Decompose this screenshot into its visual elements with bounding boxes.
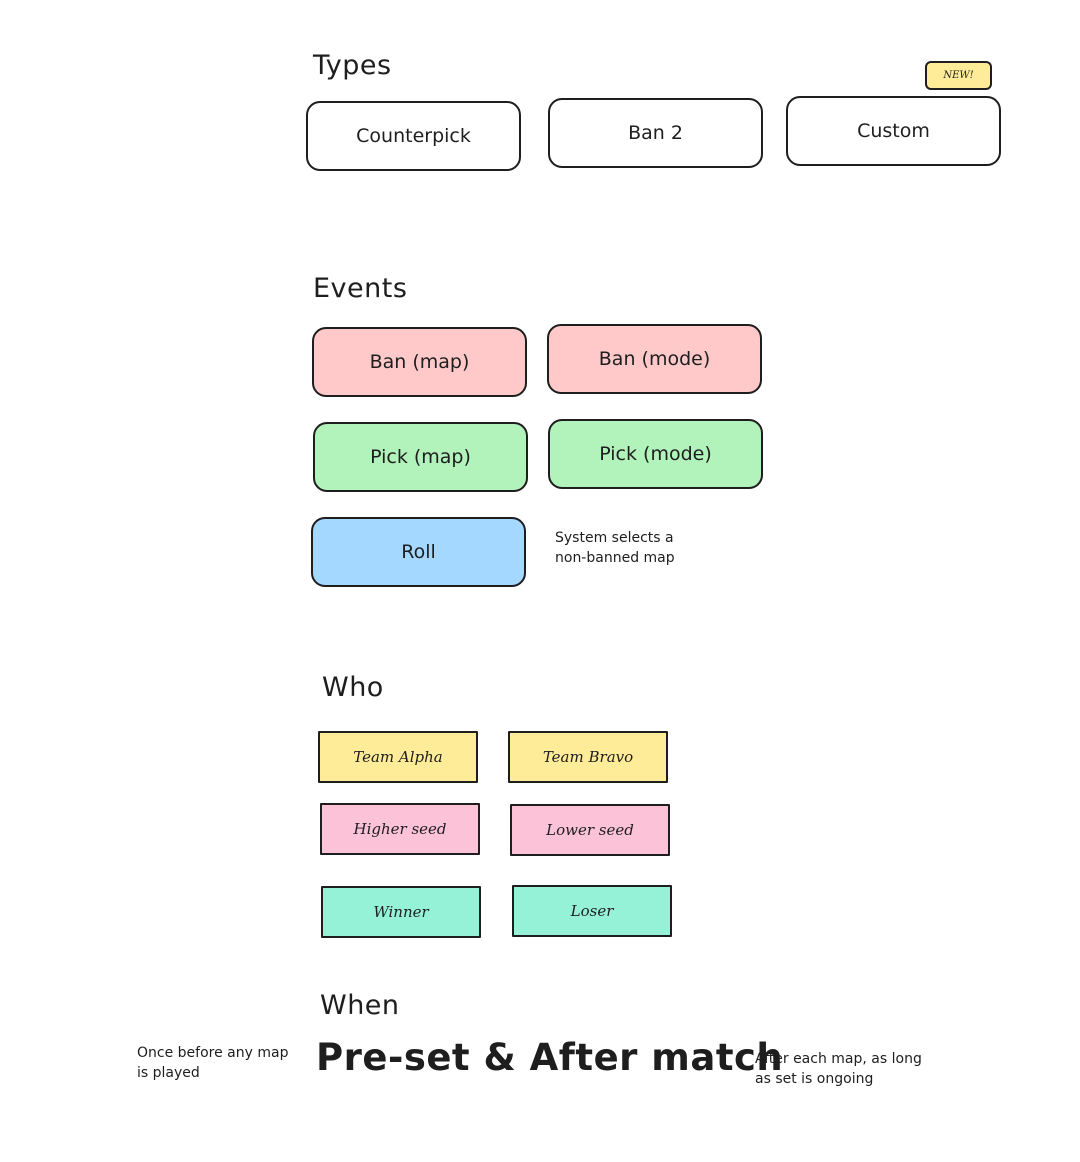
who-team-bravo-label: Team Bravo bbox=[542, 748, 634, 766]
when-right-note-line1: After each map, as long bbox=[755, 1051, 922, 1067]
who-heading: Who bbox=[322, 672, 384, 703]
when-right-note-line2: as set is ongoing bbox=[755, 1071, 874, 1087]
events-heading: Events bbox=[313, 273, 408, 304]
event-pick-map-button[interactable]: Pick (map) bbox=[313, 422, 528, 492]
who-team-alpha-chip[interactable]: Team Alpha bbox=[318, 731, 478, 783]
roll-note-line2: non-banned map bbox=[555, 550, 675, 566]
who-loser-chip[interactable]: Loser bbox=[512, 885, 672, 937]
event-pick-mode-label: Pick (mode) bbox=[599, 443, 712, 465]
who-higher-seed-label: Higher seed bbox=[353, 820, 447, 838]
event-ban-map-label: Ban (map) bbox=[369, 351, 470, 373]
type-custom-label: Custom bbox=[857, 120, 930, 142]
event-roll-label: Roll bbox=[401, 541, 436, 563]
who-winner-label: Winner bbox=[373, 903, 429, 921]
when-main-text: Pre-set & After match bbox=[316, 1036, 784, 1079]
event-pick-map-label: Pick (map) bbox=[370, 446, 471, 468]
roll-note-line1: System selects a bbox=[555, 530, 674, 546]
who-winner-chip[interactable]: Winner bbox=[321, 886, 481, 938]
when-left-note-line1: Once before any map bbox=[137, 1045, 289, 1061]
event-roll-button[interactable]: Roll bbox=[311, 517, 526, 587]
when-right-note: After each map, as long as set is ongoin… bbox=[755, 1049, 922, 1089]
event-ban-mode-label: Ban (mode) bbox=[598, 348, 711, 370]
types-heading: Types bbox=[313, 50, 392, 81]
type-counterpick-button[interactable]: Counterpick bbox=[306, 101, 521, 171]
who-lower-seed-chip[interactable]: Lower seed bbox=[510, 804, 670, 856]
event-ban-map-button[interactable]: Ban (map) bbox=[312, 327, 527, 397]
who-loser-label: Loser bbox=[570, 902, 614, 920]
event-pick-mode-button[interactable]: Pick (mode) bbox=[548, 419, 763, 489]
type-custom-button[interactable]: Custom bbox=[786, 96, 1001, 166]
type-counterpick-label: Counterpick bbox=[356, 125, 471, 147]
type-ban2-button[interactable]: Ban 2 bbox=[548, 98, 763, 168]
when-left-note-line2: is played bbox=[137, 1065, 200, 1081]
type-ban2-label: Ban 2 bbox=[628, 122, 683, 144]
roll-note: System selects a non-banned map bbox=[555, 528, 675, 568]
who-lower-seed-label: Lower seed bbox=[546, 821, 634, 839]
event-ban-mode-button[interactable]: Ban (mode) bbox=[547, 324, 762, 394]
who-team-alpha-label: Team Alpha bbox=[353, 748, 443, 766]
new-badge: NEW! bbox=[925, 61, 992, 90]
when-heading: When bbox=[320, 990, 400, 1021]
who-team-bravo-chip[interactable]: Team Bravo bbox=[508, 731, 668, 783]
who-higher-seed-chip[interactable]: Higher seed bbox=[320, 803, 480, 855]
when-left-note: Once before any map is played bbox=[137, 1043, 288, 1083]
